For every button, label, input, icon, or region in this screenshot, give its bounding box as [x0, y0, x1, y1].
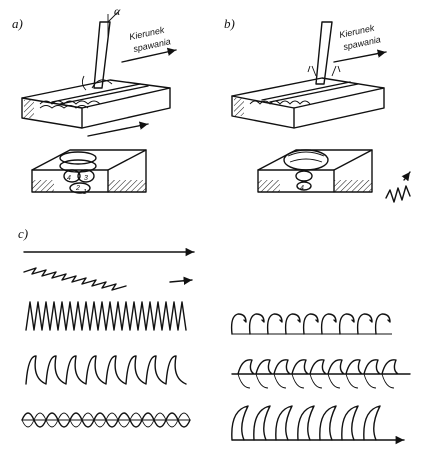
bead-number-3: 3	[84, 175, 88, 182]
bead-number-2: 2	[75, 185, 80, 192]
panel-c-label: c)	[18, 226, 28, 241]
panel-b-bead-number-4: 4	[300, 185, 304, 192]
angle-symbol: α	[114, 4, 121, 18]
panel-a-direction: Kierunek spawania	[121, 25, 177, 63]
pattern-zigzag-small-arrow	[169, 276, 193, 285]
weave-motion-symbol	[385, 185, 411, 203]
panel-a-cross-section: 4 3 2 1	[31, 149, 147, 196]
panel-b-label: b)	[224, 16, 235, 31]
panel-b: b) Kierunek spawania	[224, 16, 411, 203]
panel-b-workpiece	[231, 77, 385, 129]
panel-a-workpiece	[21, 79, 171, 137]
weave-direction-arrow	[401, 171, 411, 182]
bead-number-4: 4	[67, 175, 71, 182]
pattern-zigzag-large	[25, 301, 187, 331]
panel-b-cross-section: 4	[257, 149, 373, 193]
pattern-scallops-lower	[237, 373, 395, 389]
panel-a-label: a)	[12, 16, 23, 31]
panel-a-electrode: α	[81, 4, 121, 91]
panel-a: a) α Kierunek	[12, 4, 177, 196]
panel-b-direction: Kierunek spawania	[333, 23, 387, 63]
pattern-crescent	[25, 355, 187, 385]
panel-c: c)	[18, 226, 411, 445]
panel-b-electrode	[307, 21, 341, 85]
pattern-scallops	[231, 359, 411, 375]
pattern-hooks	[230, 313, 391, 335]
pattern-zigzag-small	[23, 267, 127, 291]
pattern-large-crescents	[231, 405, 381, 441]
bead-number-1: 1	[83, 189, 87, 196]
